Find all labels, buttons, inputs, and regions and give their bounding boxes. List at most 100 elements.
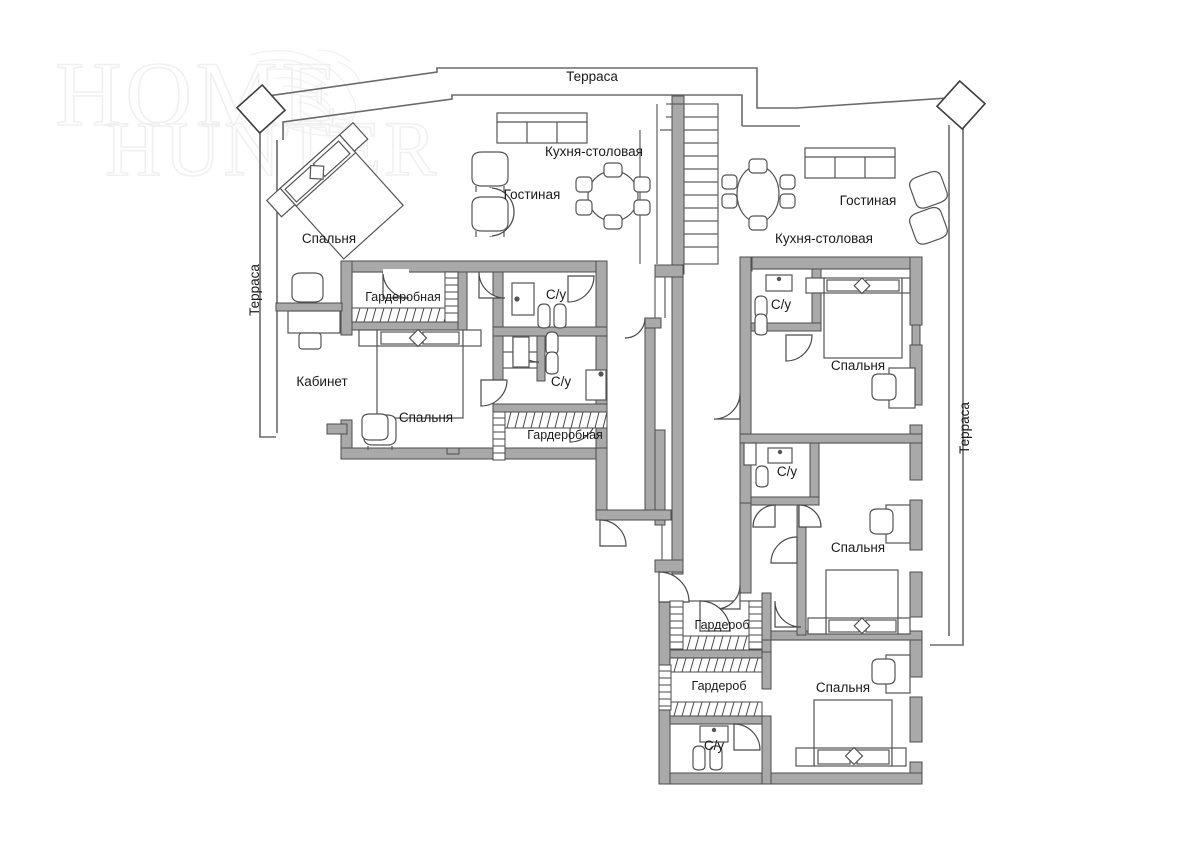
bed-right-2 <box>807 569 911 635</box>
bed-rotated-top-left <box>265 121 405 260</box>
furniture <box>265 112 948 771</box>
bath-mid-fixtures <box>512 331 607 401</box>
label-bath-bottom: С/у <box>704 738 725 753</box>
door-bath-bottom <box>733 723 761 751</box>
label-bedroom-mid-left: Спальня <box>399 410 453 425</box>
bidet-mid <box>545 351 559 375</box>
desk-right-2 <box>869 504 911 544</box>
wall-left-south-door <box>446 447 460 455</box>
wall-lower-connect <box>595 509 672 521</box>
sink-r2 <box>767 447 793 464</box>
label-bedroom-right-3: Спальня <box>816 680 870 695</box>
bed-decor <box>309 164 325 180</box>
dining-table-left <box>575 162 651 230</box>
eagle-icon <box>249 49 361 137</box>
label-wardrobe-bottom-2: Гардероб <box>692 679 747 693</box>
label-terrace-left: Терраса <box>247 264 262 316</box>
sink-bottom <box>699 725 729 743</box>
wall-bath-r1-s <box>750 322 822 332</box>
bidet-top <box>553 303 567 329</box>
walls <box>275 95 923 785</box>
desk-study <box>287 310 341 350</box>
wall-study-door <box>326 423 348 435</box>
wall-left-west <box>340 260 353 336</box>
wall-right-east-7 <box>909 696 923 743</box>
bath-r2-fixtures <box>743 442 793 488</box>
wall-bath-r2-e <box>809 442 820 506</box>
bidet-bottom <box>709 745 723 771</box>
wall-spine-upper <box>671 95 685 275</box>
door-corridor-1 <box>599 519 627 547</box>
wall-right-top <box>739 256 923 270</box>
wall-right-west-3 <box>739 502 752 594</box>
wall-right-east-6 <box>909 636 923 678</box>
wall-right-east-5 <box>909 571 923 618</box>
label-kitchen-right: Кухня-столовая <box>775 231 873 246</box>
door-bath-r2-a <box>752 504 776 528</box>
study-chair <box>298 332 322 350</box>
wall-corridor-foot <box>654 559 684 573</box>
bed-right-1 <box>805 277 911 359</box>
chair-right-3 <box>871 658 896 685</box>
door-corridor-2 <box>658 571 690 603</box>
column-diamond-right <box>935 79 987 131</box>
label-bedroom-top-left: Спальня <box>302 231 356 246</box>
bath-top-fixtures <box>511 282 567 329</box>
wall-right-west-1 <box>739 256 752 440</box>
wall-wardrobe-b-s <box>669 649 763 659</box>
armchair-study-upper <box>291 272 324 303</box>
label-bath-right-1: С/у <box>771 297 792 312</box>
bidet-r1 <box>754 313 768 336</box>
toilet-bottom <box>692 745 706 771</box>
wall-corridor-step1 <box>644 317 662 329</box>
terrace-corner-columns <box>235 79 987 135</box>
column-diamond-left <box>235 83 287 135</box>
wall-mid-vert-1 <box>492 271 504 336</box>
door-bath-r2-b <box>798 504 822 528</box>
door-wardrobe-b1 <box>699 600 731 632</box>
wall-bath-b-e <box>761 715 772 785</box>
door-bath-r1 <box>785 334 813 362</box>
wall-corridor-left <box>644 317 656 519</box>
desk-right-1 <box>871 367 916 409</box>
door-bedroom-mid-2 <box>480 379 508 407</box>
label-bedroom-right-1: Спальня <box>831 358 885 373</box>
wall-corridor-head <box>654 264 684 278</box>
toilet-top <box>537 303 551 329</box>
door-bedroom-r3 <box>774 600 802 628</box>
bath-bottom-fixtures <box>692 725 729 771</box>
armchair-living-left-2 <box>471 196 509 237</box>
wall-wardrobe-tl-s <box>351 321 467 331</box>
door-wardrobe-tl <box>382 269 410 299</box>
door-bath-top-e <box>567 275 595 303</box>
wardrobe-rail-top-left <box>351 271 459 323</box>
dining-chairs-left <box>575 162 651 230</box>
wall-left-lower-ext <box>595 447 608 521</box>
label-wardrobe-bottom-1: Гардероб <box>695 618 750 632</box>
label-bedroom-right-2: Спальня <box>831 540 885 555</box>
label-bath-right-2: С/у <box>777 464 798 479</box>
armchair-study-lower <box>361 413 389 441</box>
wall-corridor-right <box>671 273 684 575</box>
sink-r1 <box>765 274 793 292</box>
wall-right-east-4 <box>909 499 923 551</box>
label-living-left: Гостиная <box>504 187 561 202</box>
shower-r2 <box>743 442 757 466</box>
wall-wardrobe-b2-s <box>669 715 763 725</box>
label-wardrobe-top-left: Гардеробная <box>365 290 441 304</box>
chair-right-2 <box>869 508 894 535</box>
label-bath-top: С/у <box>546 287 567 302</box>
wall-corridor-step2 <box>654 429 666 526</box>
door-bedroom-r2-b <box>715 584 741 610</box>
label-study: Кабинет <box>296 374 347 389</box>
dining-table-right <box>721 158 796 231</box>
label-terrace-right: Терраса <box>957 402 972 454</box>
door-corridor-3 <box>624 317 646 339</box>
armchair-living-right-1 <box>909 170 948 209</box>
room-labels: Терраса Терраса Терраса Кухня-столовая Г… <box>247 69 972 753</box>
wall-wardrobe-tl-e <box>457 271 468 331</box>
wall-study-stub <box>275 302 343 312</box>
interior-thin-lines <box>351 103 910 773</box>
wall-bedroom-r3-w <box>761 639 772 653</box>
